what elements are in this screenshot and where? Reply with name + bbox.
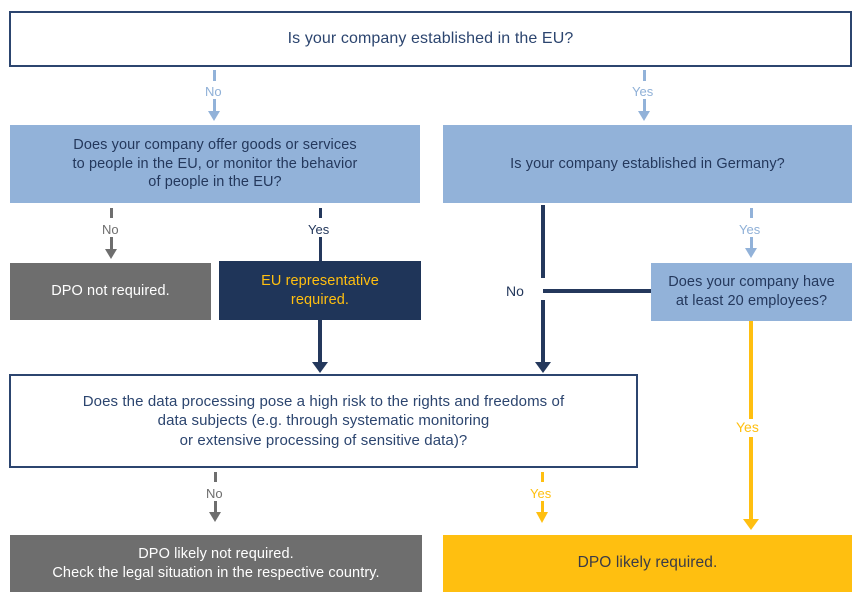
edge-e-emp-yes-arrowhead — [743, 519, 759, 530]
edge-e-germany-no-stem-bottom — [541, 300, 545, 364]
edge-e-emp-yes-stem-top — [749, 321, 753, 419]
node-q-high-risk[interactable]: Does the data processing pose a high ris… — [9, 374, 638, 468]
edge-e-goods-yes-stem-top — [319, 208, 322, 218]
edge-e-eu-yes-stem-bottom — [643, 99, 646, 112]
edge-e-eu-no-stem-bottom — [213, 99, 216, 112]
edge-e-goods-no-stem-top — [110, 208, 113, 218]
edge-e-germany-yes-arrowhead — [745, 248, 757, 258]
node-r-eu-representative[interactable]: EU representative required. — [219, 261, 421, 320]
edge-e-risk-no-arrowhead — [209, 512, 221, 522]
node-q-offer-goods-eu-line-1: Does your company offer goods or service… — [73, 136, 357, 153]
node-r-dpo-not-required[interactable]: DPO not required. — [10, 263, 211, 320]
edge-e-rep-to-risk-arrowhead — [312, 362, 328, 373]
node-q-offer-goods-eu[interactable]: Does your company offer goods or service… — [10, 125, 420, 203]
node-q-offer-goods-eu-line-2: to people in the EU, or monitor the beha… — [72, 155, 358, 172]
edge-e-germany-no-label: No — [506, 283, 524, 299]
edge-e-rep-to-risk-stem — [318, 320, 322, 364]
edge-e-risk-yes-label: Yes — [530, 486, 552, 501]
edge-e-germany-no-arrowhead — [535, 362, 551, 373]
node-q-established-germany[interactable]: Is your company established in Germany? — [443, 125, 852, 203]
edge-e-germany-yes-stem-top — [750, 208, 753, 218]
edge-e-eu-yes-stem-top — [643, 70, 646, 81]
node-r-eu-representative-line-2: required. — [290, 291, 350, 308]
edge-e-eu-no-arrowhead — [208, 111, 220, 121]
node-q-offer-goods-eu-line-3: of people in the EU? — [148, 174, 282, 191]
node-r-dpo-likely-not-required-line-1: DPO likely not required. — [138, 545, 294, 562]
edge-e-germany-yes-stem-bottom — [750, 237, 753, 249]
node-q-20-employees-line-1: Does your company have — [668, 274, 835, 291]
edge-e-emp-yes-label: Yes — [736, 419, 759, 435]
edge-e-goods-no-arrowhead — [105, 249, 117, 259]
node-q-20-employees[interactable]: Does your company have at least 20 emplo… — [651, 263, 852, 321]
edge-e-eu-no-stem-top — [213, 70, 216, 81]
edge-e-goods-yes-label: Yes — [308, 222, 330, 237]
edge-e-risk-yes-stem-bottom — [541, 501, 544, 513]
edge-e-emp-yes-stem-bottom — [749, 437, 753, 521]
node-r-dpo-likely-required[interactable]: DPO likely required. — [443, 535, 852, 592]
edge-e-goods-yes-stem-bottom — [319, 237, 322, 263]
edge-e-eu-no-label: No — [205, 84, 222, 99]
node-q-high-risk-line-3: or extensive processing of sensitive dat… — [179, 431, 468, 449]
edge-e-germany-no-stem-top — [541, 205, 545, 278]
node-q-established-eu-line-1: Is your company established in the EU? — [287, 29, 574, 47]
edge-e-risk-yes-arrowhead — [536, 512, 548, 523]
edge-e-eu-yes-arrowhead — [638, 111, 650, 121]
node-r-dpo-not-required-line-1: DPO not required. — [51, 283, 170, 300]
node-r-dpo-likely-not-required[interactable]: DPO likely not required. Check the legal… — [10, 535, 422, 592]
edge-e-risk-no-stem-top — [214, 472, 217, 482]
edge-e-eu-yes-label: Yes — [632, 84, 654, 99]
node-q-high-risk-line-1: Does the data processing pose a high ris… — [82, 392, 565, 410]
edge-e-risk-no-label: No — [206, 486, 223, 501]
node-q-established-eu[interactable]: Is your company established in the EU? — [9, 11, 852, 67]
node-q-established-germany-line-1: Is your company established in Germany? — [510, 155, 785, 172]
edge-e-germany-yes-label: Yes — [739, 222, 761, 237]
node-q-high-risk-line-2: data subjects (e.g. through systematic m… — [157, 412, 490, 430]
node-q-20-employees-line-2: at least 20 employees? — [675, 293, 828, 309]
edge-e-emp-no-connector — [543, 289, 651, 293]
edge-e-goods-no-stem-bottom — [110, 237, 113, 250]
node-r-eu-representative-line-1: EU representative — [261, 272, 379, 289]
node-r-dpo-likely-not-required-line-2: Check the legal situation in the respect… — [52, 564, 380, 581]
edge-e-risk-yes-stem-top — [541, 472, 544, 482]
edge-e-risk-no-stem-bottom — [214, 501, 217, 513]
node-r-dpo-likely-required-line-1: DPO likely required. — [577, 554, 718, 572]
edge-e-goods-no-label: No — [102, 222, 119, 237]
